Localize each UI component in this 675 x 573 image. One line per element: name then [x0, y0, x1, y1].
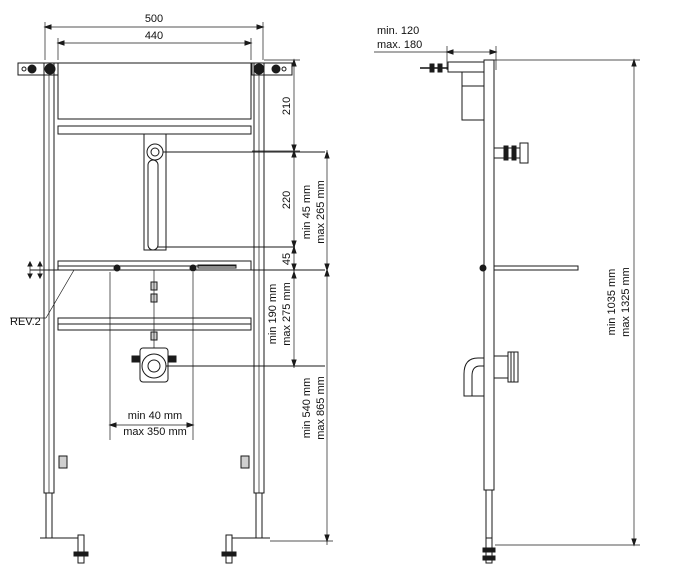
side-waste-elbow [463, 351, 519, 397]
revision-label: REV.2 [10, 316, 41, 328]
mounting-rail [30, 260, 325, 272]
range-upper-min: min 45 mm [301, 185, 313, 239]
range-middle-min: min 190 mm [267, 284, 279, 345]
frame-side-tubes [40, 62, 270, 564]
dimension-range-lower: min 540 mm max 865 mm [301, 376, 327, 440]
range-lower-min: min 540 mm [301, 378, 313, 439]
horizontal-range-min: min 40 mm [128, 410, 182, 422]
range-lower-max: max 865 mm [315, 376, 327, 440]
height-mid-label: 220 [281, 191, 293, 209]
flush-pipe [143, 133, 325, 251]
height-top-label: 210 [281, 97, 293, 115]
side-view: min. 120 max. 180 [374, 25, 640, 564]
step-small-label: 45 [281, 253, 293, 265]
side-rail [479, 264, 579, 272]
horizontal-range-max: max 350 mm [123, 426, 187, 438]
lower-crossbars [57, 270, 252, 348]
side-upright [420, 59, 496, 564]
inner-width-label: 440 [145, 30, 163, 42]
dimension-chain-right: 210 220 45 [252, 58, 300, 272]
dimension-inner-width: 440 [56, 30, 253, 60]
total-height-min: min 1035 mm [606, 269, 618, 336]
range-middle-max: max 275 mm [281, 282, 293, 346]
side-flush-connector [493, 142, 529, 164]
top-bracket [17, 62, 293, 76]
dimension-range-middle: min 190 mm max 275 mm [267, 270, 297, 368]
dimension-overall-width: 500 [43, 13, 265, 60]
dimension-total-height: min 1035 mm max 1325 mm [494, 58, 640, 547]
revision-marker: REV.2 [10, 260, 75, 328]
total-height-max: max 1325 mm [620, 267, 632, 337]
overall-width-label: 500 [145, 13, 163, 25]
depth-min-label: min. 120 [377, 25, 419, 37]
waste-connection [131, 347, 325, 383]
top-panel [57, 62, 252, 135]
range-upper-max: max 265 mm [315, 180, 327, 244]
front-view: 500 440 [10, 13, 333, 564]
dimension-depth: min. 120 max. 180 [374, 25, 498, 70]
depth-max-label: max. 180 [377, 39, 422, 51]
dimension-ranges-right: min 45 mm max 265 mm [270, 150, 333, 545]
dimension-horizontal-range: min 40 mm max 350 mm [108, 272, 195, 440]
